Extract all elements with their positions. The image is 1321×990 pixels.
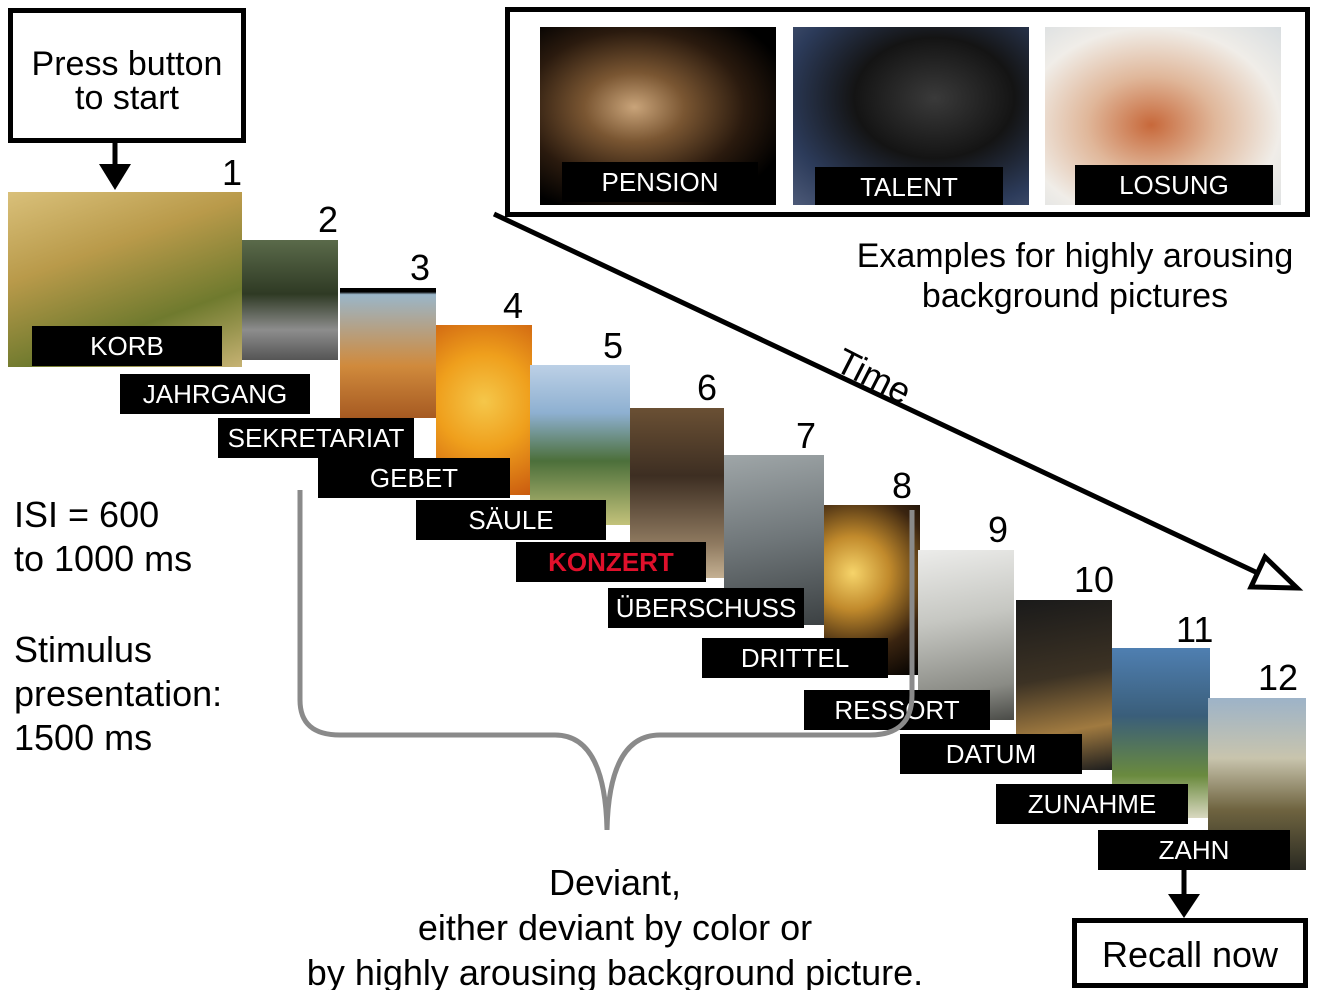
deviant-bracket xyxy=(300,490,912,830)
start-arrow-head xyxy=(99,164,131,190)
time-arrow-head xyxy=(1251,557,1297,588)
time-arrow-line xyxy=(494,214,1262,575)
recall-arrow-head xyxy=(1168,894,1200,918)
